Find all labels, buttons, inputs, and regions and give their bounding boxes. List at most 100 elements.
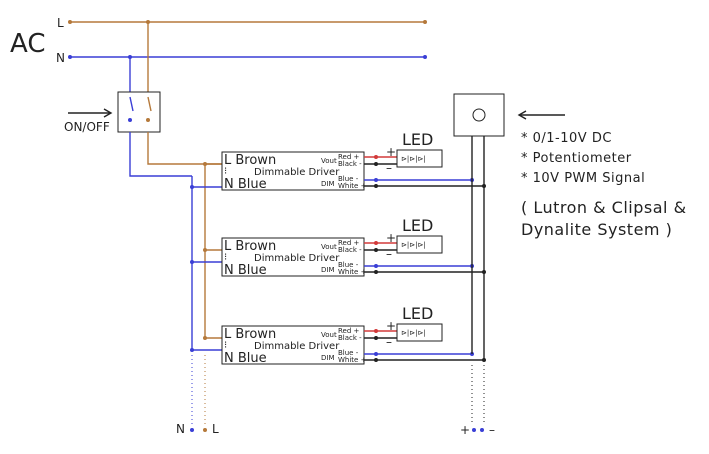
driver-1-led-diodes-icon: ⊳|⊳|⊳| (401, 155, 426, 163)
dimmer-knob-icon (472, 108, 486, 122)
driver-2-earth-mark: ⁝ (224, 252, 227, 263)
driver-2-led-minus: – (386, 247, 392, 261)
driver-1-earth-mark: ⁝ (224, 166, 227, 177)
driver-1-box (221, 151, 365, 191)
driver-1-vout-label: Vout (321, 157, 337, 165)
driver-3-led-module (396, 323, 443, 342)
driver-1-neutral-node (190, 185, 194, 189)
driver-3-title: Dimmable Driver (254, 341, 340, 352)
driver-3-red-label: Red + (338, 327, 360, 335)
driver-2-title: Dimmable Driver (254, 253, 340, 264)
driver-1: L Brown ⁝ Dimmable Driver N Blue Vout DI… (190, 130, 486, 192)
driver-2-neutral-label: N Blue (224, 263, 267, 278)
driver-2-red-label: Red + (338, 239, 360, 247)
systems-line-1: ( Lutron & Clipsal & (521, 198, 687, 217)
bottom-live-label: L (212, 422, 219, 436)
neutral-rail-start-node (68, 55, 72, 59)
driver-1-dim-label: DIM (321, 180, 335, 188)
driver-2-dim-label: DIM (321, 266, 335, 274)
live-rail-end-node (423, 20, 427, 24)
on-off-switch (117, 91, 161, 133)
driver-3-live-node (203, 336, 207, 340)
driver-1-dim-blue-node (374, 178, 378, 182)
systems-line-2: Dynalite System ) (521, 220, 672, 239)
switch-contact-live (147, 96, 152, 112)
driver-2-white-label: White + (338, 268, 367, 276)
driver-2-live-node (203, 248, 207, 252)
switch-neutral-terminal (128, 118, 132, 122)
driver-2-led-plus: + (386, 231, 396, 245)
driver-2-box (221, 237, 365, 277)
driver-3-dim-white-node (374, 358, 378, 362)
driver-3-dim-blue-node (374, 352, 378, 356)
driver-3-black-node (374, 336, 378, 340)
neutral-label: N (56, 51, 65, 65)
driver-2-led-label: LED (402, 216, 433, 235)
bottom-minus-label: – (489, 423, 495, 437)
driver-1-neutral-label: N Blue (224, 177, 267, 192)
driver-2-red-node (374, 241, 378, 245)
driver-3-red-node (374, 329, 378, 333)
driver-1-live-label: L Brown (224, 153, 276, 168)
bottom-plus-node (472, 428, 476, 432)
driver-2-black-node (374, 248, 378, 252)
driver-2: L Brown ⁝ Dimmable Driver N Blue Vout DI… (190, 216, 486, 278)
driver-3-led-minus: – (386, 335, 392, 349)
bottom-neutral-label: N (176, 422, 185, 436)
driver-3-box (221, 325, 365, 365)
driver-2-live-label: L Brown (224, 239, 276, 254)
bottom-live-node (203, 428, 207, 432)
driver-1-led-module (396, 149, 443, 168)
driver-3-live-label: L Brown (224, 327, 276, 342)
control-note-1: * 0/1-10V DC (521, 131, 612, 146)
driver-3: L Brown ⁝ Dimmable Driver N Blue Vout DI… (190, 304, 486, 366)
switched-live-wire (147, 132, 222, 165)
driver-3-vout-label: Vout (321, 331, 337, 339)
driver-1-led-plus: + (386, 145, 396, 159)
driver-1-title: Dimmable Driver (254, 167, 340, 178)
driver-2-blue-out-label: Blue - (338, 261, 359, 269)
driver-1-dim-white-node (374, 184, 378, 188)
driver-1-black-node (374, 162, 378, 166)
driver-3-black-label: Black - (338, 334, 362, 342)
driver-3-earth-mark: ⁝ (224, 340, 227, 351)
driver-3-led-label: LED (402, 304, 433, 323)
driver-3-neutral-label: N Blue (224, 351, 267, 366)
bottom-plus-label: + (460, 423, 470, 437)
driver-3-led-plus: + (386, 319, 396, 333)
switch-label: ON/OFF (64, 120, 110, 134)
line-label: L (57, 16, 64, 30)
live-rail-start-node (68, 20, 72, 24)
driver-3-led-diodes-icon: ⊳|⊳|⊳| (401, 329, 426, 337)
neutral-rail-end-node (423, 55, 427, 59)
driver-2-neutral-node (190, 260, 194, 264)
driver-2-black-label: Black - (338, 246, 362, 254)
driver-2-dim-blue-node (374, 264, 378, 268)
driver-2-led-module (396, 235, 443, 254)
driver-1-led-label: LED (402, 130, 433, 149)
driver-3-blue-out-label: Blue - (338, 349, 359, 357)
driver-1-live-node (203, 162, 207, 166)
bottom-minus-node (480, 428, 484, 432)
driver-2-led-diodes-icon: ⊳|⊳|⊳| (401, 241, 426, 249)
driver-3-neutral-node (190, 348, 194, 352)
switch-contact-neutral (129, 96, 134, 112)
driver-3-white-label: White + (338, 356, 367, 364)
switch-arrowhead (103, 108, 113, 118)
switched-neutral-wire (129, 132, 192, 177)
driver-1-blue-out-label: Blue - (338, 175, 359, 183)
driver-2-vout-label: Vout (321, 243, 337, 251)
driver-1-black-label: Black - (338, 160, 362, 168)
bottom-neutral-node (190, 428, 194, 432)
driver-1-red-node (374, 155, 378, 159)
control-note-2: * Potentiometer (521, 151, 632, 166)
control-arrowhead (517, 110, 527, 120)
driver-3-dim-label: DIM (321, 354, 335, 362)
driver-1-led-minus: – (386, 161, 392, 175)
switch-live-terminal (146, 118, 150, 122)
driver-1-red-label: Red + (338, 153, 360, 161)
driver-2-dim-white-node (374, 270, 378, 274)
ac-label: AC (10, 29, 45, 59)
driver-1-white-label: White + (338, 182, 367, 190)
